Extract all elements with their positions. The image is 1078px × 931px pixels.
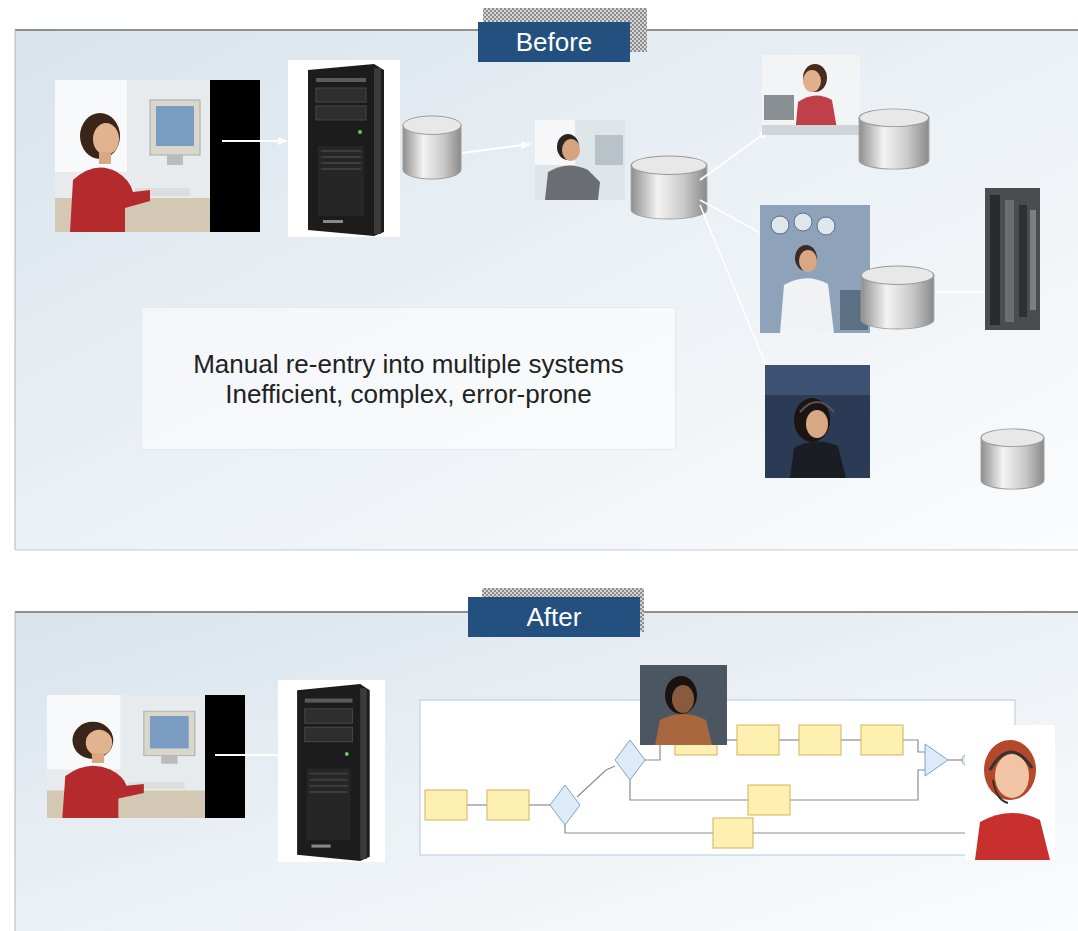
before-illustration-part bbox=[861, 266, 934, 329]
after-illustration-part bbox=[672, 685, 694, 713]
before-illustration-part bbox=[222, 140, 287, 142]
before-illustration-part bbox=[771, 216, 789, 234]
before-illustration-part bbox=[790, 441, 846, 478]
before-panel-ground bbox=[15, 30, 1078, 550]
before-illustration-part bbox=[803, 64, 827, 92]
before-illustration-part bbox=[1005, 200, 1014, 322]
note-box: Manual re-entry into multiple systemsIne… bbox=[141, 307, 676, 450]
before-illustration-part bbox=[985, 188, 1040, 330]
before-illustration-part bbox=[817, 217, 835, 235]
before-illustration-part bbox=[595, 135, 623, 165]
after-illustration-part-part bbox=[550, 785, 580, 825]
before-illustration-part bbox=[765, 365, 870, 478]
comparison-panel: BeforeManual re-entry into multiple syst… bbox=[15, 30, 1078, 550]
after-panel-ground-part bbox=[15, 612, 1078, 931]
before-illustration-part bbox=[462, 144, 530, 153]
before-panel-ground-part bbox=[15, 30, 1078, 550]
after-illustration-part bbox=[993, 780, 1008, 803]
before-illustration-part bbox=[799, 250, 817, 272]
before-illustration-part bbox=[535, 120, 625, 200]
before-illustration-part bbox=[764, 95, 794, 120]
after-illustration-part-part bbox=[713, 818, 753, 848]
after-illustration-part-part bbox=[529, 804, 550, 805]
note-text: Manual re-entry into multiple systems bbox=[193, 349, 624, 379]
after-illustration-part-part bbox=[737, 725, 779, 755]
before-illustration-part bbox=[803, 70, 821, 92]
before-illustration-part bbox=[1030, 210, 1036, 310]
after-illustration-part bbox=[975, 813, 1050, 860]
before-illustration bbox=[55, 55, 1044, 489]
after-illustration-part bbox=[990, 752, 1032, 770]
before-illustration-part bbox=[557, 134, 579, 160]
after-illustration-part bbox=[655, 714, 712, 745]
after-illustration-part-part bbox=[565, 825, 713, 833]
after-illustration-part bbox=[665, 676, 697, 714]
note-text: Inefficient, complex, error-prone bbox=[193, 379, 624, 409]
after-illustration-part bbox=[205, 695, 245, 818]
after-illustration-part-part bbox=[577, 766, 615, 797]
before-illustration-part bbox=[762, 125, 860, 135]
before-illustration-part bbox=[562, 139, 580, 161]
before-illustration-part bbox=[765, 365, 870, 395]
before-illustration-part bbox=[210, 80, 260, 232]
after-illustration-part-part bbox=[799, 725, 841, 755]
before-illustration-part bbox=[1019, 205, 1027, 317]
after-panel-ground bbox=[15, 612, 1078, 931]
after-illustration-part bbox=[640, 665, 727, 745]
before-illustration-part bbox=[545, 165, 600, 200]
before-illustration-part bbox=[780, 278, 834, 333]
before-illustration-part bbox=[990, 195, 1000, 325]
before-illustration-part bbox=[806, 410, 828, 438]
after-illustration-part-part bbox=[779, 739, 799, 740]
before-illustration-part bbox=[55, 80, 210, 232]
after-illustration-part-part bbox=[748, 785, 790, 815]
panel-title: Before bbox=[516, 27, 593, 57]
panel-title: After bbox=[527, 602, 582, 632]
after-illustration-part-part bbox=[948, 759, 962, 760]
after-illustration-part-part bbox=[615, 740, 645, 780]
before-illustration-part bbox=[762, 55, 860, 135]
before-illustration-part bbox=[795, 245, 817, 271]
before-illustration-part bbox=[794, 213, 812, 231]
after-illustration-part bbox=[550, 740, 974, 825]
after-illustration-part bbox=[965, 725, 1055, 860]
after-illustration-part-part bbox=[487, 790, 529, 820]
before-illustration-part bbox=[760, 205, 870, 333]
after-illustration-part-part bbox=[630, 780, 748, 800]
before-illustration-part bbox=[800, 402, 834, 412]
after-illustration-part bbox=[995, 754, 1029, 798]
after-illustration bbox=[47, 665, 1055, 862]
before-illustration-part bbox=[981, 429, 1044, 489]
after-illustration-part-part bbox=[903, 740, 925, 752]
after-illustration-part bbox=[47, 695, 205, 818]
after-illustration-part-part bbox=[841, 739, 861, 740]
before-illustration-part bbox=[288, 60, 400, 237]
after-illustration-part-part bbox=[425, 790, 467, 820]
after-illustration-part bbox=[278, 680, 385, 862]
after-panel-ground-part bbox=[15, 612, 16, 931]
before-illustration-part bbox=[859, 109, 929, 169]
title-tab: After bbox=[468, 597, 640, 637]
after-illustration-part-part bbox=[467, 804, 487, 805]
before-panel-ground-part bbox=[15, 550, 1078, 551]
after-illustration-part bbox=[215, 754, 278, 756]
title-tab: Before bbox=[478, 22, 630, 62]
after-illustration-part-part bbox=[861, 725, 903, 755]
before-illustration-part bbox=[631, 156, 706, 219]
after-illustration-part-part bbox=[925, 744, 948, 776]
after-illustration-part bbox=[984, 740, 1036, 800]
before-panel-ground-part bbox=[15, 30, 16, 550]
comparison-panel: After bbox=[15, 612, 1078, 931]
note-content: Manual re-entry into multiple systemsIne… bbox=[193, 349, 624, 409]
before-illustration-part bbox=[700, 131, 768, 180]
after-illustration-part-part bbox=[790, 770, 925, 800]
before-illustration-part bbox=[403, 116, 461, 179]
